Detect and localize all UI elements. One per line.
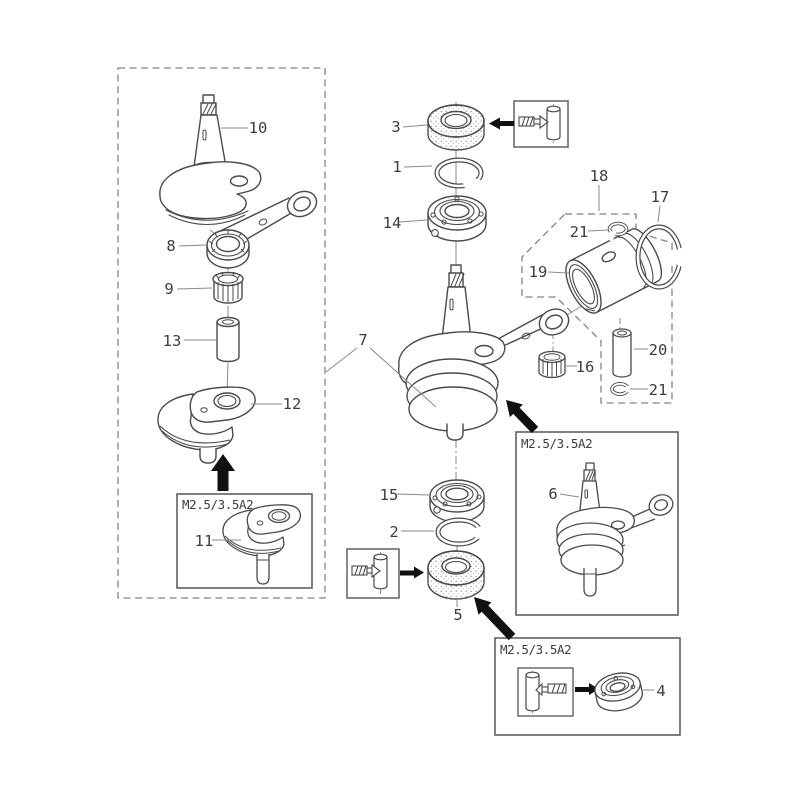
arrow-up-icon — [211, 454, 235, 491]
screw-icon — [351, 563, 381, 579]
leader-15 — [396, 493, 430, 496]
callout-1: 1 — [392, 158, 401, 176]
callout-11: 11 — [195, 532, 214, 550]
leader-19 — [547, 271, 570, 274]
part-4-ball-bearing — [594, 672, 643, 712]
callout-12: 12 — [283, 395, 302, 413]
callout-16: 16 — [576, 358, 595, 376]
dashed-box-piston-group — [521, 213, 673, 404]
variant-box-4: M2.5/3.5A2 — [494, 637, 681, 736]
leader-3 — [402, 124, 428, 128]
leader-7-left — [325, 347, 358, 373]
sealant-inset-4 — [517, 667, 599, 717]
part-3-oil-seal — [427, 104, 485, 151]
part-11-crank-half-variant — [222, 504, 302, 585]
dashed-box-crank-group — [117, 67, 326, 599]
leader-14 — [398, 219, 428, 223]
leader-8 — [178, 244, 207, 247]
part-14-ball-bearing — [427, 195, 487, 242]
screw-icon — [535, 682, 567, 697]
part-16-needle-bearing — [538, 350, 566, 379]
arrow-right-icon — [400, 566, 424, 579]
callout-9: 9 — [164, 280, 173, 298]
variant-box-6-label: M2.5/3.5A2 — [521, 436, 592, 451]
leader-21-top — [587, 229, 609, 232]
part-9-needle-bearing — [212, 271, 244, 304]
callout-21-top: 21 — [570, 223, 589, 241]
callout-18: 18 — [590, 167, 609, 185]
part-5-oil-seal — [427, 550, 485, 600]
callout-13: 13 — [163, 332, 182, 350]
variant-box-11: M2.5/3.5A2 — [176, 493, 313, 589]
part-21-clip-bottom — [610, 381, 635, 396]
leader-7-right — [369, 347, 437, 408]
part-7-crankshaft-assembly — [397, 264, 570, 441]
part-12-crank-half-lower — [157, 386, 256, 464]
callout-21-bottom: 21 — [649, 381, 668, 399]
leader-9 — [176, 287, 213, 290]
screw-icon — [518, 114, 549, 130]
part-8-connecting-rod-big-end — [206, 229, 250, 269]
callout-4: 4 — [656, 682, 665, 700]
leader-17 — [657, 205, 661, 223]
part-13-crank-pin — [216, 316, 240, 363]
callout-8: 8 — [166, 237, 175, 255]
arrow-right-icon — [575, 683, 599, 695]
callout-19: 19 — [529, 263, 548, 281]
leader-1 — [403, 165, 433, 168]
part-17-piston-ring — [635, 224, 687, 290]
part-21-clip-top — [602, 221, 629, 242]
part-1-circlip — [434, 157, 492, 196]
sealant-inset-3 — [489, 100, 569, 148]
callout-5: 5 — [453, 606, 462, 624]
variant-box-6: M2.5/3.5A2 — [515, 431, 679, 616]
part-6-crankshaft-assembly-variant — [556, 462, 674, 597]
variant-box-4-label: M2.5/3.5A2 — [500, 642, 571, 657]
callout-7: 7 — [358, 331, 367, 349]
leader-6 — [559, 493, 580, 498]
callout-2: 2 — [389, 523, 398, 541]
variant-arrow-4-icon — [474, 597, 516, 641]
part-15-ball-bearing — [429, 479, 485, 523]
callout-6: 6 — [548, 485, 557, 503]
part-2-circlip — [435, 517, 490, 547]
callout-15: 15 — [380, 486, 399, 504]
part-20-piston-pin — [612, 328, 632, 378]
arrow-left-icon — [489, 117, 514, 130]
variant-box-11-label: M2.5/3.5A2 — [182, 497, 253, 512]
callout-10: 10 — [249, 119, 268, 137]
callout-14: 14 — [383, 214, 402, 232]
variant-arrow-6-icon — [506, 400, 539, 434]
part-10-crank-half-upper — [159, 94, 318, 253]
sealant-inset-5 — [346, 548, 424, 599]
callout-3: 3 — [391, 118, 400, 136]
callout-20: 20 — [649, 341, 668, 359]
callout-17: 17 — [651, 188, 670, 206]
